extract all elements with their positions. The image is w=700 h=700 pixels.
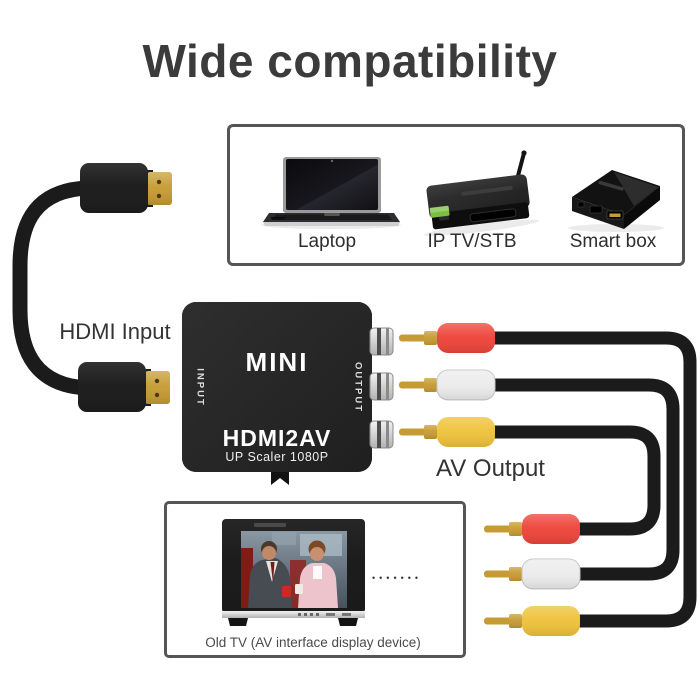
rca-plug-yellow-bottom	[484, 606, 580, 636]
rca-female-port-2	[369, 372, 394, 401]
converter-model-text: HDMI2AV	[222, 425, 332, 451]
laptop-illustration	[261, 157, 401, 229]
stb-green-badge	[429, 205, 450, 218]
device-label-smartbox: Smart box	[569, 231, 657, 252]
converter-output-side-label: OUTPUT	[352, 361, 364, 414]
rca-plug-red-top	[399, 323, 495, 353]
rca-plug-white-top	[399, 369, 496, 401]
rca-female-port-1	[369, 327, 394, 356]
converter-subtitle-text: UP Scaler 1080P	[225, 450, 329, 464]
connection-dots: •••••••	[372, 573, 423, 583]
crt-tv-illustration	[222, 519, 365, 626]
hdmi-plug-bottom	[78, 362, 170, 412]
page-title: Wide compatibility	[142, 35, 558, 87]
tv-screen	[241, 531, 347, 608]
converter-input-side-label: INPUT	[194, 368, 206, 407]
av-output-label: AV Output	[436, 455, 545, 482]
rca-female-ports	[369, 327, 394, 449]
device-label-laptop: Laptop	[297, 231, 357, 252]
rca-plug-yellow-top	[399, 417, 495, 447]
smartbox-hdmi-port	[609, 213, 621, 217]
converter-tab	[271, 472, 289, 485]
hdmi-cable-illustration	[12, 163, 172, 412]
converter-device	[182, 302, 394, 485]
smartbox-illustration	[568, 170, 664, 232]
converter-brand-text: MINI	[245, 347, 309, 377]
rca-female-port-3	[369, 420, 394, 449]
hdmi-input-label: HDMI Input	[59, 319, 171, 344]
old-tv-caption: Old TV (AV interface display device)	[205, 635, 421, 650]
device-label-iptv-stb: IP TV/STB	[427, 231, 517, 252]
rca-plug-red-bottom	[484, 514, 580, 544]
hdmi-plug-top	[80, 163, 172, 213]
av-cables	[492, 331, 697, 628]
rca-plug-white-bottom	[484, 558, 581, 590]
settop-box-illustration	[423, 150, 539, 236]
